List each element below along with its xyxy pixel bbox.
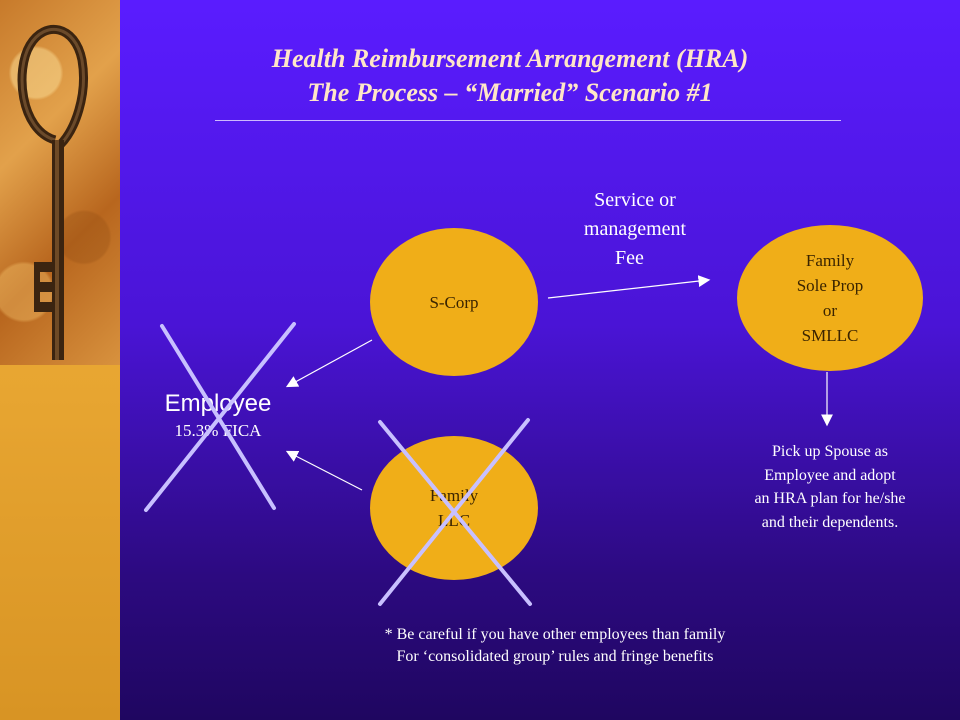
node-family-sole-prop-line-2: Sole Prop <box>796 276 864 295</box>
left-sidebar-panel <box>0 0 120 720</box>
title-line-2: The Process – “Married” Scenario #1 <box>307 78 713 107</box>
node-family-llc-line-2: LLC <box>437 511 471 530</box>
arrow-scorp-to-soleprop <box>547 275 711 299</box>
title-line-1: Health Reimbursement Arrangement (HRA) <box>271 44 749 73</box>
node-family-sole-prop-line-4: SMLLC <box>801 326 859 345</box>
pickup-note-line-2: Employee and adopt <box>764 466 896 484</box>
pickup-note-line-4: and their dependents. <box>761 513 899 531</box>
node-family-llc: Family LLC <box>370 436 538 580</box>
node-scorp-label: S-Corp <box>429 292 479 312</box>
service-fee-line-1: Service or <box>594 189 676 211</box>
family-llc-cross-mark <box>378 418 532 606</box>
slide-title: Health Reimbursement Arrangement (HRA) T… <box>160 42 860 110</box>
employee-title: Employee <box>164 390 272 417</box>
key-illustration <box>17 24 88 360</box>
footnote: * Be careful if you have other employees… <box>300 624 810 668</box>
arrow-llc-to-employee <box>285 450 363 491</box>
service-fee-line-2: management <box>583 218 687 240</box>
title-underline <box>215 120 841 121</box>
key-photo <box>0 0 120 365</box>
pickup-note: Pick up Spouse as Employee and adopt an … <box>720 440 940 534</box>
footnote-line-2: For ‘consolidated group’ rules and fring… <box>396 648 714 665</box>
node-family-sole-prop-line-1: Family <box>805 251 855 270</box>
node-scorp: S-Corp <box>370 228 538 376</box>
pickup-note-line-1: Pick up Spouse as <box>772 443 888 460</box>
service-fee-line-3: Fee <box>615 247 644 269</box>
footnote-line-1: * Be careful if you have other employees… <box>384 626 726 643</box>
employee-label: Employee 15.3% FICA <box>148 388 288 442</box>
employee-fica: 15.3% FICA <box>174 421 262 440</box>
pickup-note-line-3: an HRA plan for he/she <box>754 490 906 507</box>
arrow-scorp-to-employee <box>285 339 373 388</box>
node-family-sole-prop-line-3: or <box>822 301 838 320</box>
node-family-sole-prop: Family Sole Prop or SMLLC <box>737 225 923 371</box>
service-fee-label: Service or management Fee <box>560 186 710 273</box>
employee-cross-mark <box>144 322 296 512</box>
